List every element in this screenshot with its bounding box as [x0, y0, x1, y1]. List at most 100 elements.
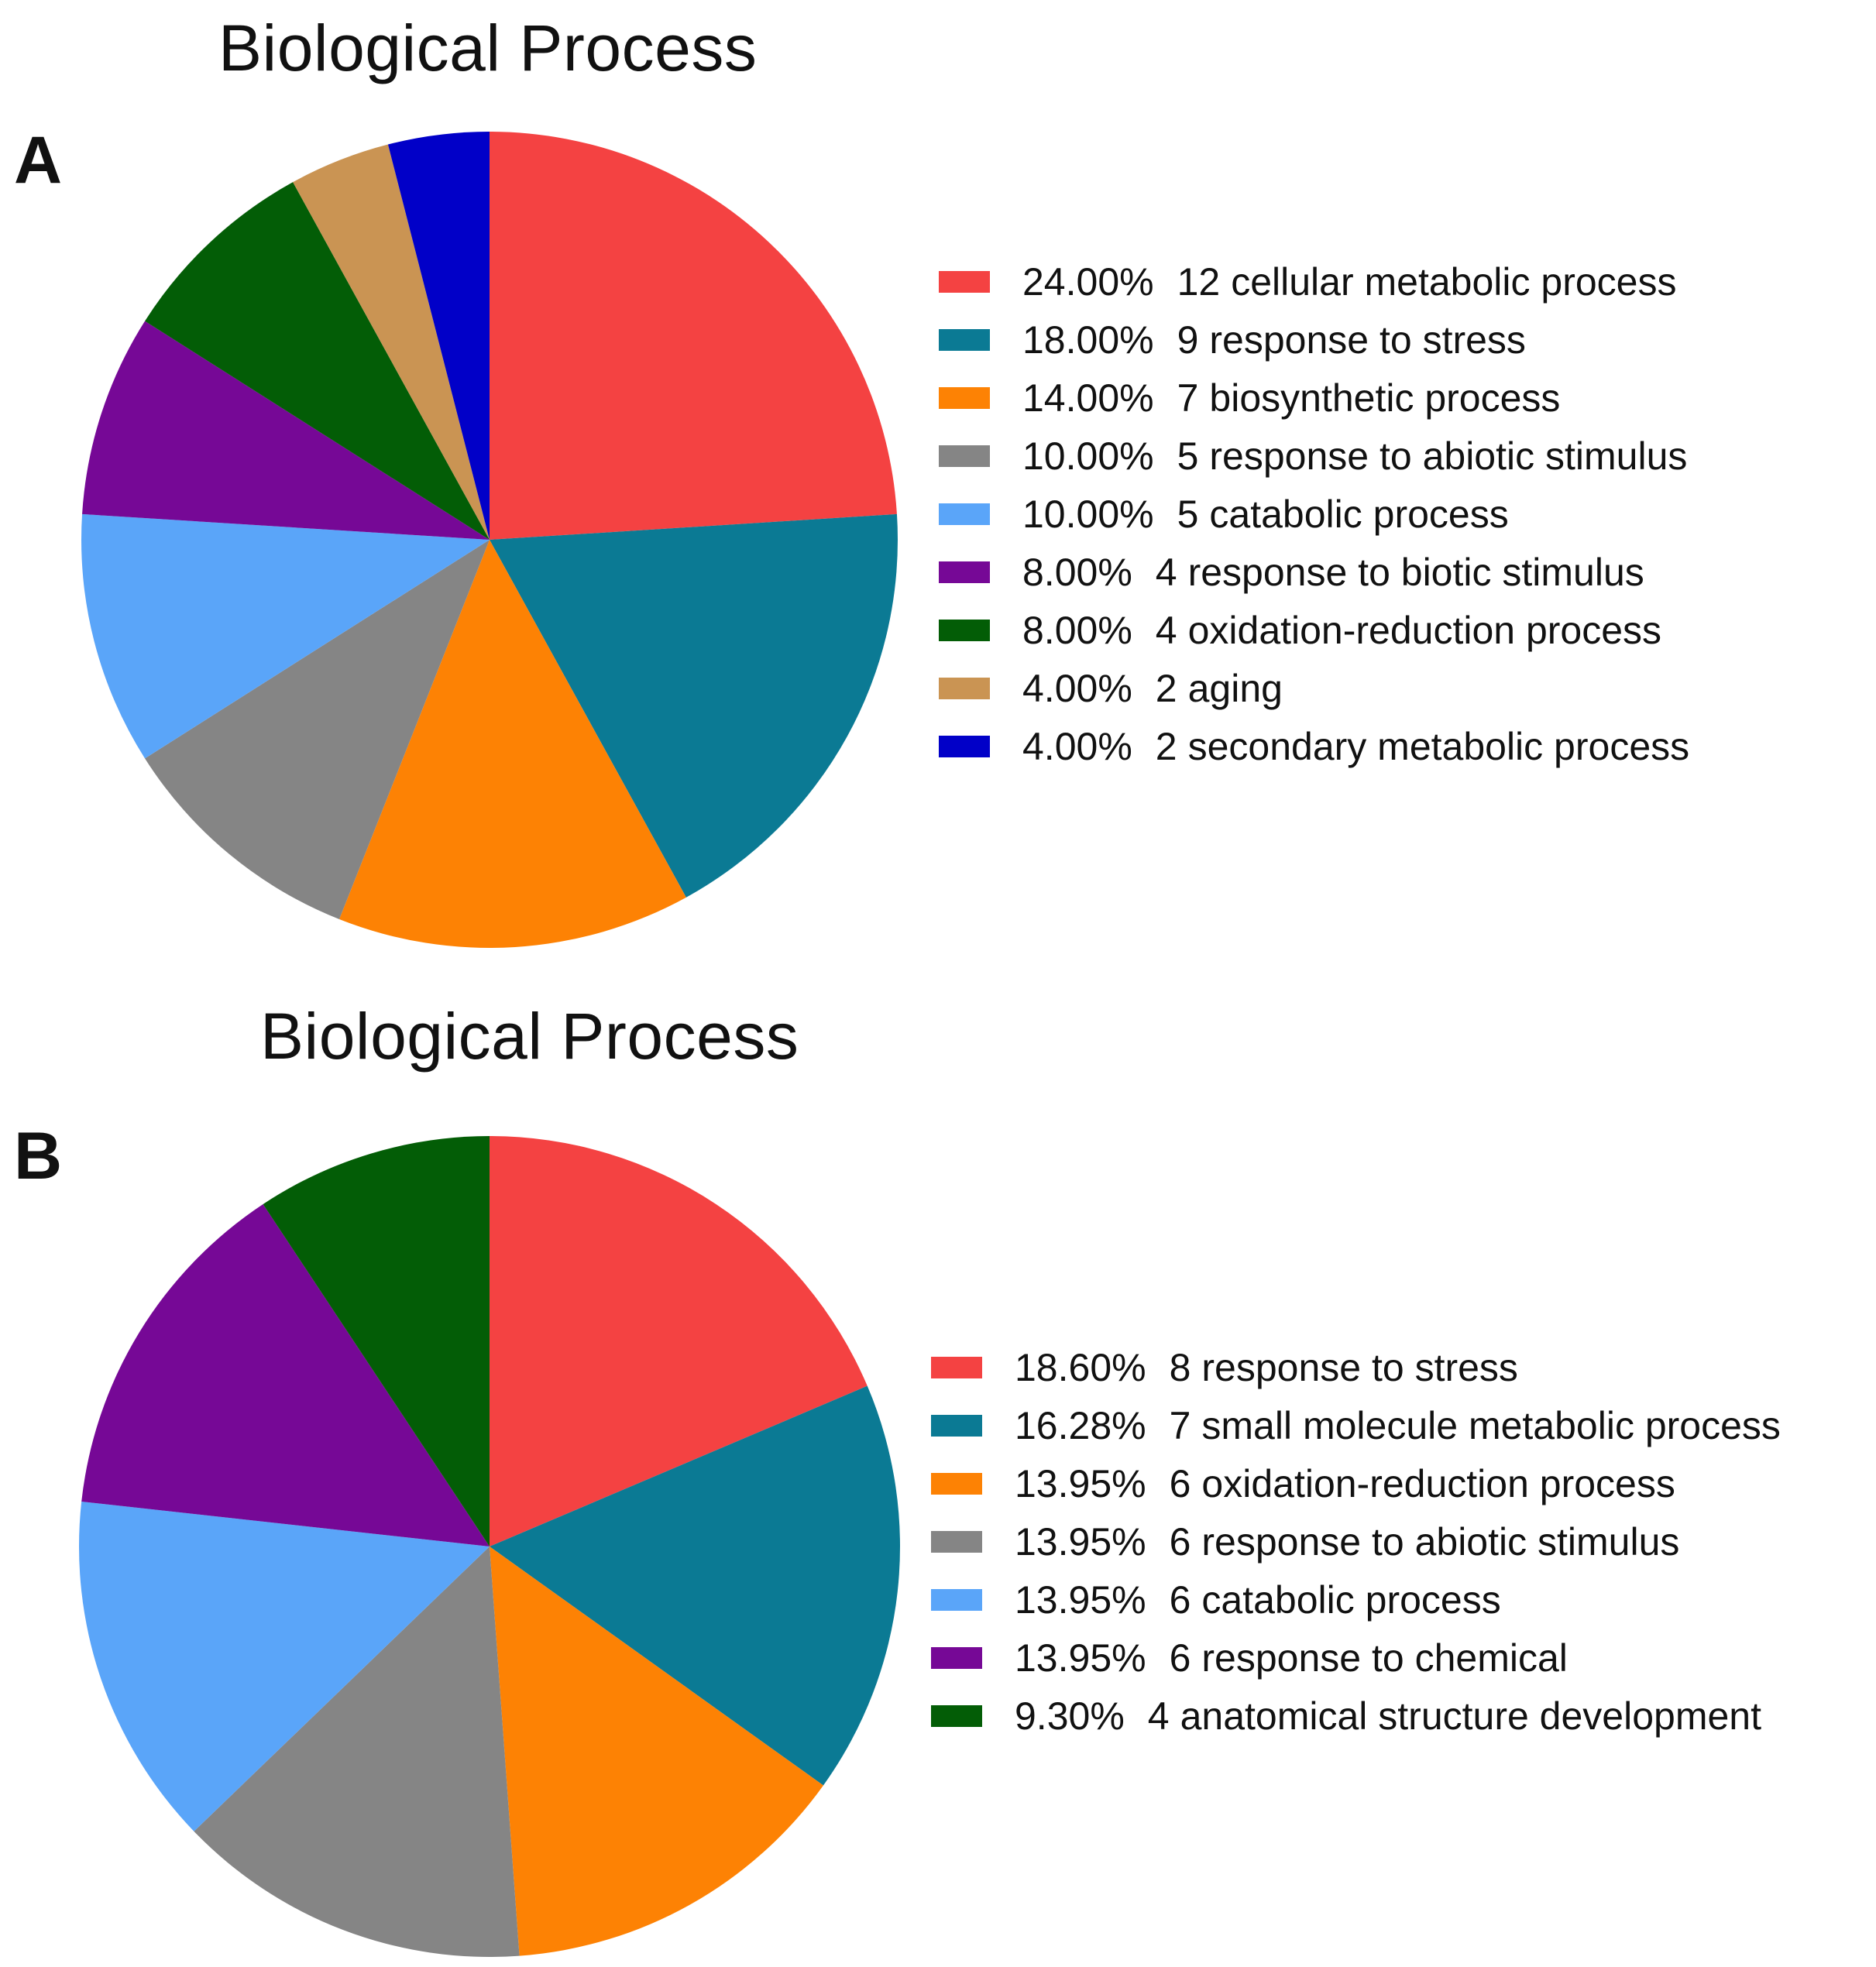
legend-swatch: [931, 1588, 982, 1611]
pie-slice-b-6: [81, 1203, 490, 1546]
legend-label: response to abiotic stimulus: [1209, 434, 1688, 478]
legend-swatch: [939, 561, 990, 583]
pie-slice-b-5: [78, 1501, 490, 1831]
legend-label: catabolic process: [1201, 1577, 1501, 1622]
legend-label: cellular metabolic process: [1231, 259, 1677, 304]
legend-count: 6: [1169, 1636, 1191, 1680]
legend-percent: 16.28%: [1015, 1403, 1146, 1447]
legend-swatch: [939, 735, 990, 757]
legend-count: 2: [1155, 724, 1177, 768]
legend-percent: 10.00%: [1022, 492, 1154, 536]
legend-count: 6: [1169, 1577, 1191, 1622]
legend-label: response to chemical: [1201, 1636, 1568, 1680]
legend-count: 5: [1177, 434, 1199, 478]
legend-swatch: [939, 445, 990, 467]
panel-label-b: B: [14, 1119, 63, 1193]
legend-percent: 4.00%: [1022, 666, 1132, 710]
legend-count: 2: [1155, 666, 1177, 710]
pie-slice-a-6: [82, 321, 490, 540]
legend-label: biosynthetic process: [1209, 376, 1561, 420]
legend-label: aging: [1187, 666, 1283, 710]
legend-count: 12: [1177, 259, 1221, 304]
legend-percent: 8.00%: [1022, 550, 1132, 594]
pie-slice-b-3: [490, 1546, 823, 1956]
legend-percent: 18.60%: [1015, 1345, 1146, 1389]
legend-swatch: [931, 1704, 982, 1727]
pie-slice-b-2: [490, 1385, 900, 1786]
legend-count: 8: [1169, 1345, 1191, 1389]
legend-swatch: [931, 1356, 982, 1378]
legend-count: 5: [1177, 492, 1199, 536]
legend-swatch: [939, 270, 990, 293]
legend-swatch: [939, 503, 990, 525]
legend-count: 7: [1177, 376, 1199, 420]
legend-label: oxidation-reduction process: [1187, 608, 1662, 652]
legend-percent: 24.00%: [1022, 259, 1154, 304]
panel-label-a: A: [14, 123, 63, 197]
legend-swatch: [931, 1530, 982, 1553]
pie-slice-b-1: [490, 1136, 868, 1546]
pie-slice-a-4: [145, 540, 490, 919]
legend-count: 4: [1155, 608, 1177, 652]
legend-count: 6: [1169, 1461, 1191, 1505]
legend-swatch: [939, 328, 990, 351]
legend-percent: 14.00%: [1022, 376, 1154, 420]
pie-slice-a-2: [490, 513, 898, 898]
legend-label: response to biotic stimulus: [1187, 550, 1644, 594]
chart-title-b: Biological Process: [260, 1000, 799, 1073]
legend-label: secondary metabolic process: [1187, 724, 1690, 768]
legend-label: catabolic process: [1209, 492, 1509, 536]
pie-slice-b-7: [263, 1136, 490, 1546]
legend-count: 9: [1177, 318, 1199, 362]
legend-percent: 13.95%: [1015, 1636, 1146, 1680]
legend-swatch: [939, 677, 990, 699]
pie-slice-a-5: [81, 513, 490, 759]
pie-slice-b-4: [194, 1546, 520, 1957]
legend-swatch: [931, 1414, 982, 1437]
pie-slice-a-8: [293, 144, 490, 540]
legend-count: 4: [1155, 550, 1177, 594]
legend-count: 4: [1147, 1694, 1170, 1738]
legend-percent: 13.95%: [1015, 1461, 1146, 1505]
legend-percent: 4.00%: [1022, 724, 1132, 768]
legend-count: 7: [1169, 1403, 1191, 1447]
legend-percent: 13.95%: [1015, 1577, 1146, 1622]
legend-percent: 13.95%: [1015, 1519, 1146, 1564]
legend-percent: 8.00%: [1022, 608, 1132, 652]
pie-slice-a-1: [490, 132, 897, 540]
legend-label: small molecule metabolic process: [1201, 1403, 1781, 1447]
legend-count: 6: [1169, 1519, 1191, 1564]
legend-swatch: [931, 1472, 982, 1495]
legend-percent: 9.30%: [1015, 1694, 1125, 1738]
legend-label: response to stress: [1209, 318, 1526, 362]
pie-chart-b: [78, 1136, 900, 1957]
pie-chart-a: [81, 132, 898, 948]
chart-title-a: Biological Process: [218, 12, 758, 84]
pie-slice-a-7: [145, 182, 490, 540]
legend-label: response to abiotic stimulus: [1201, 1519, 1680, 1564]
pie-slice-a-9: [387, 132, 490, 540]
legend-swatch: [939, 386, 990, 409]
legend-label: anatomical structure development: [1180, 1694, 1761, 1738]
pie-slice-a-3: [338, 540, 686, 948]
legend-label: response to stress: [1201, 1345, 1518, 1389]
